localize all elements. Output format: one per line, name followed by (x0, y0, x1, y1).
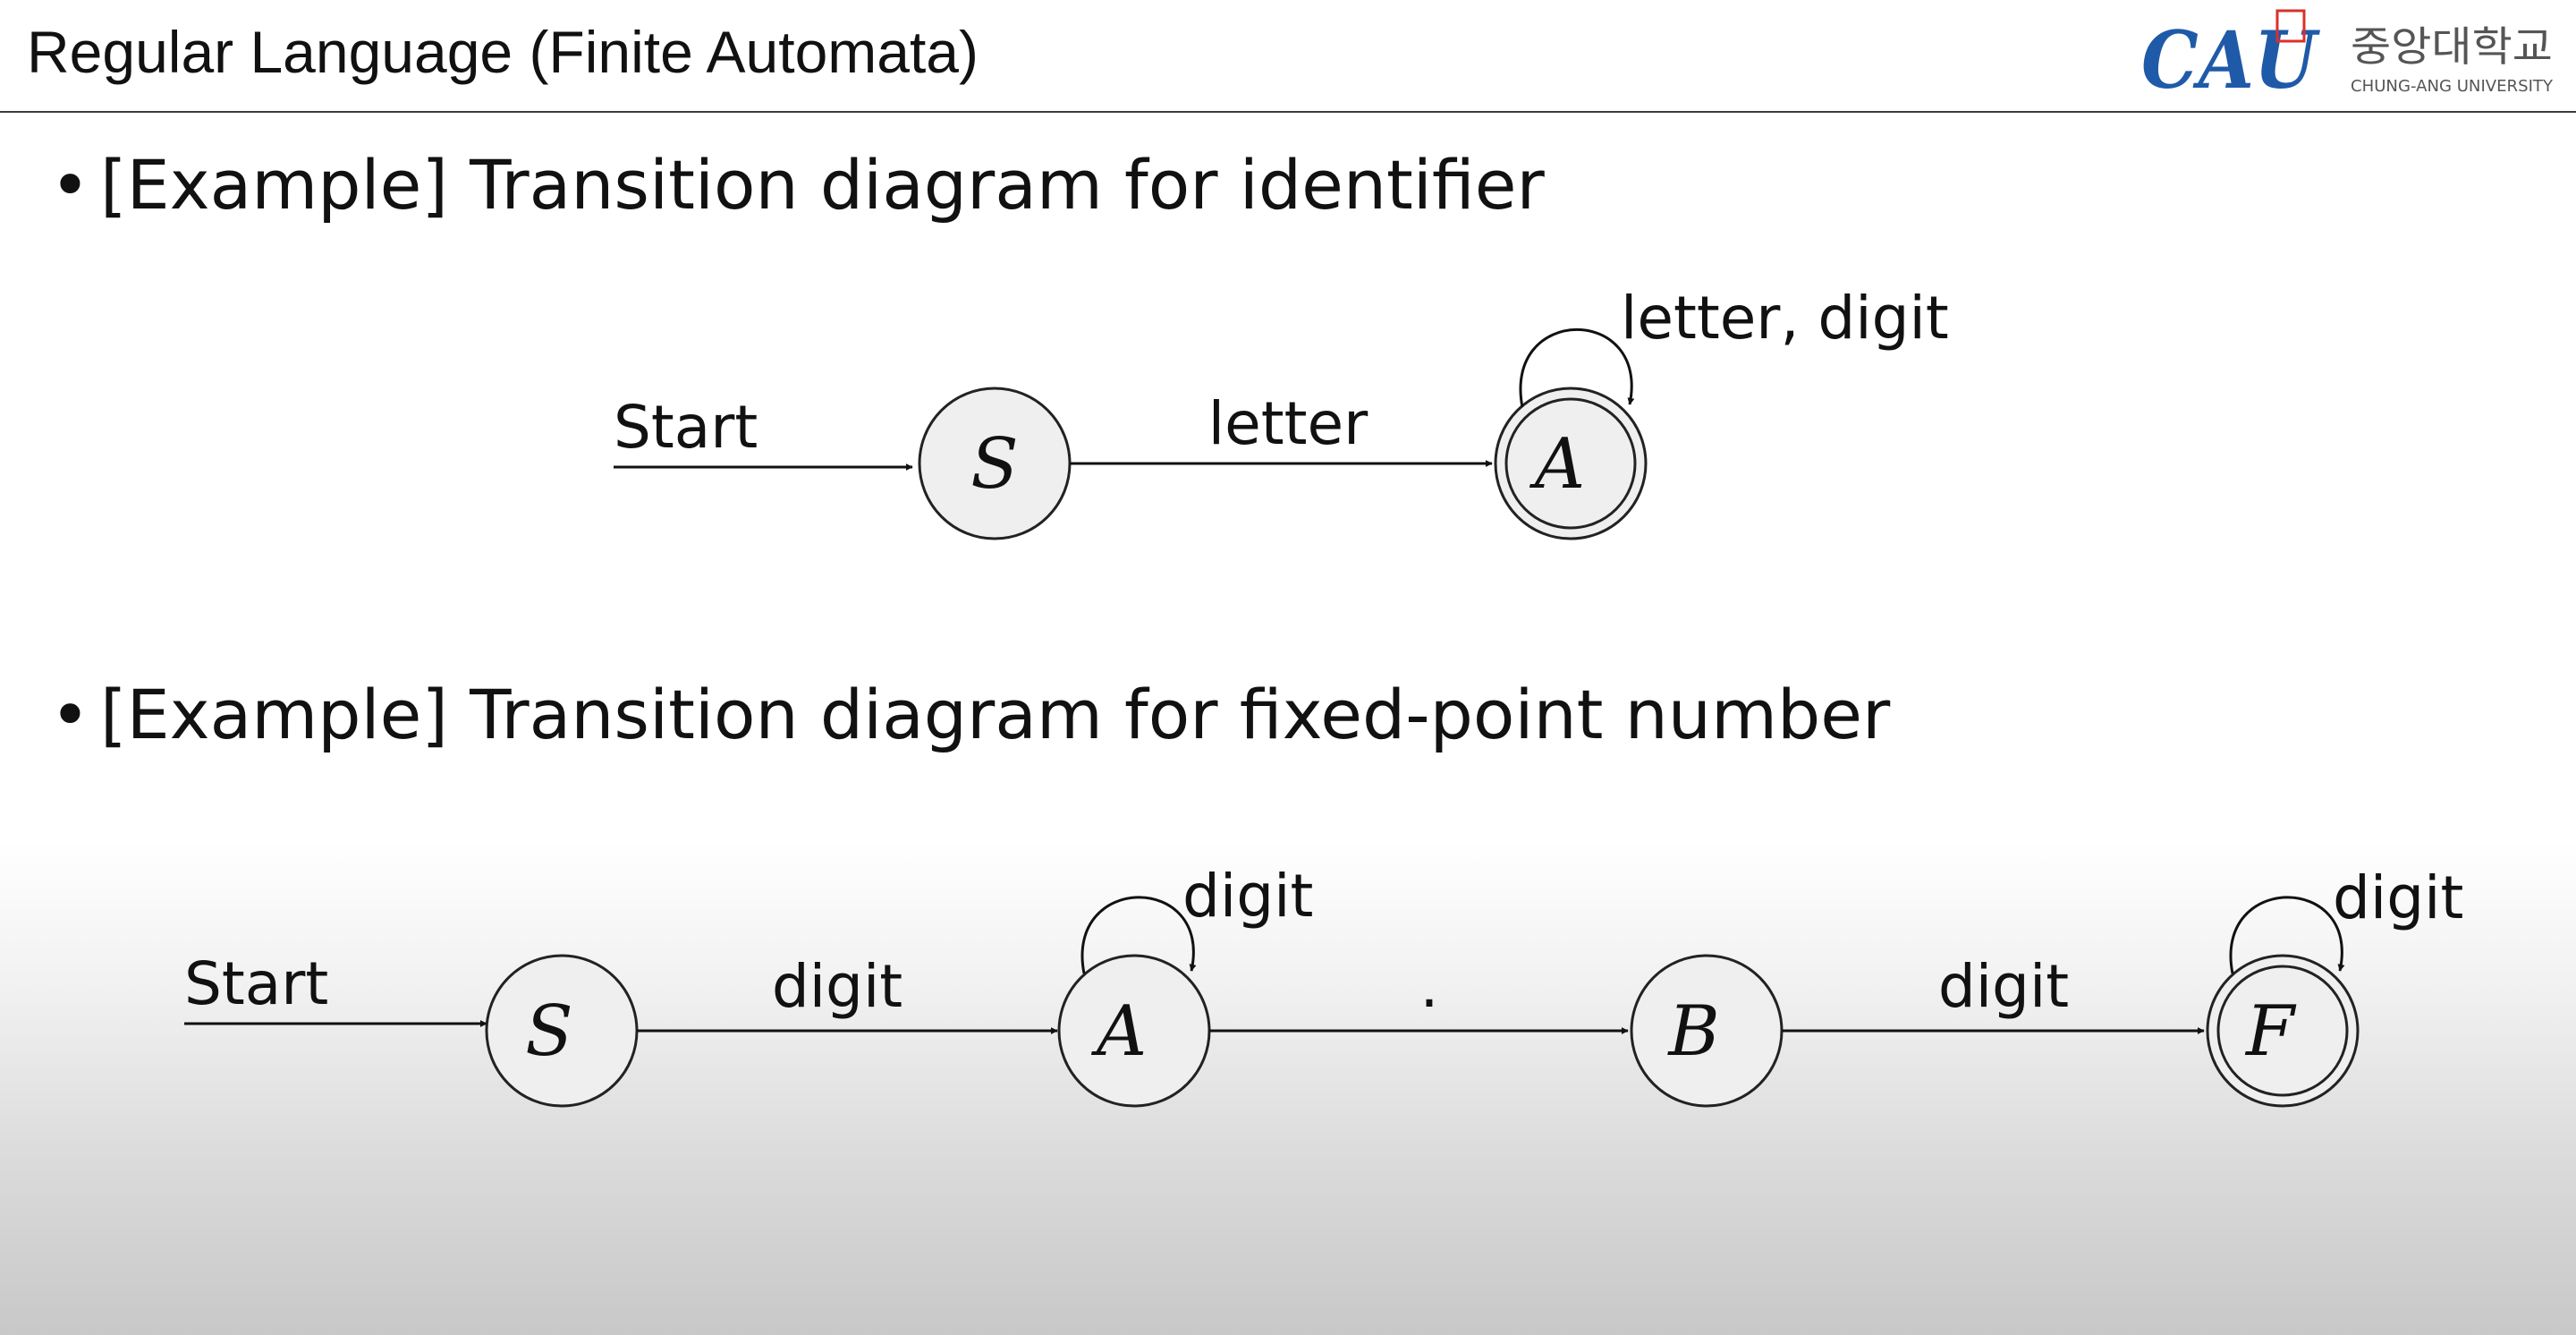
state-f-2-accept-ring (2216, 965, 2349, 1097)
state-s-2-label: S (525, 991, 572, 1072)
logo-cau-text: CAU (2141, 13, 2321, 106)
logo-english-text: CHUNG-ANG UNIVERSITY (2351, 77, 2554, 96)
loop-f-2-label: digit (2333, 863, 2463, 932)
state-a-2-label: A (1091, 991, 1147, 1072)
state-f-2-label: F (2244, 991, 2297, 1072)
state-a-1-label: A (1530, 424, 1585, 505)
bullet-identifier-text: [Example] Transition diagram for identif… (100, 145, 1545, 225)
loop-a-2-label: digit (1182, 862, 1313, 931)
university-logo: CAU 중앙대학교 CHUNG-ANG UNIVERSITY (2141, 9, 2554, 106)
slide-header: Regular Language (Finite Automata) CAU 중… (0, 0, 2576, 113)
state-a-1 (1494, 387, 1648, 540)
state-b-2-label: B (1666, 991, 1719, 1072)
edge-s-a-2-label: digit (772, 952, 902, 1021)
bullet-fixed-point: •[Example] Transition diagram for fixed-… (50, 675, 1891, 754)
loop-a-2 (1080, 896, 1197, 974)
state-a-1-accept-ring (1504, 397, 1637, 530)
edge-b-f-2-label: digit (1938, 952, 2069, 1021)
fixed-point-diagram: Start S digit A digit . B digit F digit (184, 862, 2463, 1108)
edge-s-a-1-label: letter (1208, 389, 1368, 458)
loop-f-2 (2229, 896, 2345, 974)
logo-korean-text: 중앙대학교 (2351, 22, 2553, 71)
slide-title: Regular Language (Finite Automata) (27, 19, 979, 85)
loop-a-1-label: letter, digit (1621, 284, 1949, 353)
edge-a-b-2-label: . (1420, 952, 1439, 1021)
start-label-1: Start (614, 393, 758, 462)
loop-a-1 (1519, 327, 1635, 408)
state-s-1-label: S (970, 424, 1018, 505)
bullet-fixed-point-text: [Example] Transition diagram for fixed-p… (100, 675, 1891, 754)
logo-red-square (2275, 9, 2306, 43)
start-label-2: Start (184, 949, 328, 1018)
identifier-diagram: Start S letter A letter, digit (614, 284, 1949, 540)
bullet-identifier: •[Example] Transition diagram for identi… (50, 145, 1545, 225)
state-f-2 (2206, 954, 2360, 1108)
